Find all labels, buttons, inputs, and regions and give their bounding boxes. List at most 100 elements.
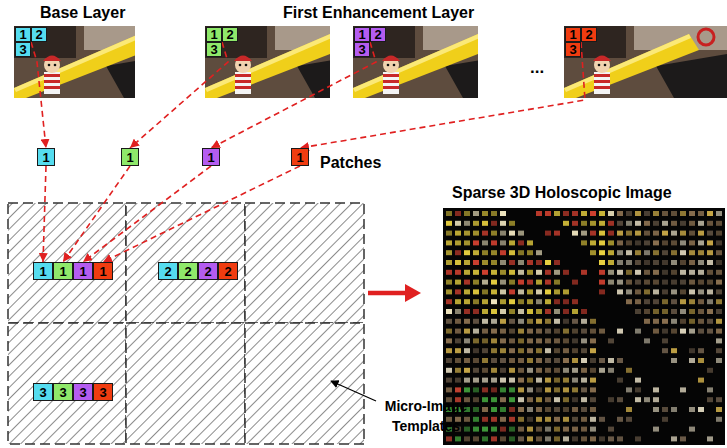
holoscopic-dot [500,397,506,402]
patch-box: 1 [37,148,55,166]
holoscopic-dot [644,289,650,294]
holoscopic-dot [518,280,524,285]
template-grid [8,203,364,444]
holoscopic-dot [707,260,713,265]
holoscopic-dot [464,280,470,285]
holoscopic-dot [455,358,461,363]
templates-label: Micro-Image Templates [378,396,474,437]
holoscopic-dot [473,348,479,353]
holoscopic-dot [527,378,533,383]
holoscopic-dot [653,289,659,294]
holoscopic-dot [572,348,578,353]
holoscopic-dot [491,231,497,236]
holoscopic-dot [491,289,497,294]
holoscopic-dot [509,348,515,353]
holoscopic-dot [536,378,542,383]
holoscopic-dot [716,338,722,343]
holoscopic-dot [482,309,488,314]
holoscopic-dot [482,436,488,441]
patch-number: 1 [296,151,303,164]
holoscopic-dot [536,427,542,432]
holoscopic-dot [446,387,452,392]
template-patch: 2 [158,262,178,280]
holoscopic-dot [500,338,506,343]
template-cell [8,323,126,444]
holoscopic-dot [563,211,569,216]
patch-box: 1 [202,148,220,166]
holoscopic-dot [698,211,704,216]
holoscopic-dot [689,348,695,353]
holoscopic-dot [509,231,515,236]
patch-number: 1 [39,265,46,278]
holoscopic-dot [446,280,452,285]
holoscopic-dot [581,387,587,392]
template-cell [126,323,245,444]
holoscopic-dot [599,250,605,255]
holoscopic-dot [617,270,623,275]
holoscopic-dot [617,417,623,422]
holoscopic-dot [590,211,596,216]
holoscopic-dot [662,348,668,353]
template-patch: 2 [198,262,218,280]
holoscopic-dot [455,329,461,334]
holoscopic-dot [581,329,587,334]
holoscopic-dot [545,348,551,353]
holoscopic-dot [518,319,524,324]
holoscopic-dot [455,309,461,314]
holoscopic-dot [536,250,542,255]
holoscopic-dot [581,436,587,441]
holoscopic-dot [689,329,695,334]
patch-number: 1 [19,28,26,41]
holoscopic-dot [455,250,461,255]
holoscopic-dot [662,319,668,324]
holoscopic-dot [707,368,713,373]
holoscopic-dot [509,250,515,255]
holoscopic-dot [500,299,506,304]
holoscopic-dot [563,378,569,383]
holoscopic-dot [680,260,686,265]
holoscopic-dot [716,309,722,314]
holoscopic-dot [590,250,596,255]
holoscopic-dot [599,270,605,275]
holoscopic-dot [536,358,542,363]
holoscopic-dot [554,211,560,216]
photo-use [205,26,368,98]
holoscopic-dot [545,289,551,294]
holoscopic-dot [626,289,632,294]
holoscopic-dot [473,250,479,255]
holoscopic-dot [635,260,641,265]
holoscopic-dot [572,299,578,304]
patch-number: 1 [59,265,66,278]
holoscopic-dot [689,299,695,304]
holoscopic-dot [536,417,542,422]
holoscopic-dot [527,329,533,334]
holoscopic-dot [464,231,470,236]
holoscopic-dot [554,427,560,432]
holoscopic-dot [572,338,578,343]
holoscopic-dot [482,260,488,265]
holoscopic-dot [581,338,587,343]
holoscopic-dot [455,338,461,343]
holoscopic-dot [662,407,668,412]
holoscopic-dot [671,260,677,265]
holoscopic-dot [473,378,479,383]
holoscopic-dot [473,260,479,265]
holoscopic-dot [464,319,470,324]
holoscopic-dot [563,289,569,294]
holoscopic-dot [572,407,578,412]
holoscopic-dot [662,417,668,422]
holoscopic-dot [455,348,461,353]
holoscopic-dot [509,289,515,294]
holoscopic-dot [680,319,686,324]
holoscopic-dot [671,221,677,226]
holoscopic-dot [545,338,551,343]
holoscopic-dot [536,319,542,324]
holoscopic-dot [635,329,641,334]
holoscopic-dot [482,211,488,216]
holoscopic-dot [572,436,578,441]
holoscopic-dot [599,240,605,245]
holoscopic-dot [680,329,686,334]
holoscopic-dot [518,368,524,373]
holoscopic-dot [554,338,560,343]
holoscopic-dot [446,309,452,314]
